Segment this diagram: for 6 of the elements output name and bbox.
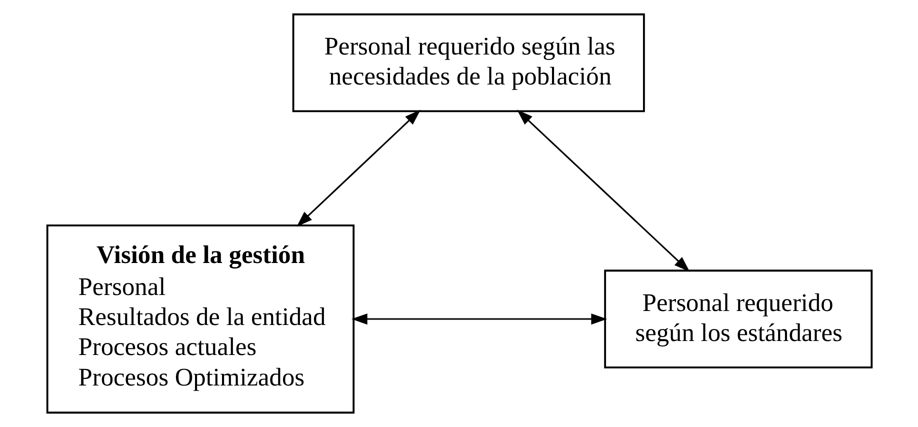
arrow (350, 313, 607, 325)
node-box: Personal requerido según las necesidades de la población (292, 13, 644, 112)
node-box: Personal requerido según los estándares (604, 270, 872, 368)
node-box: Visión de la gestión Personal Resultados de la entidad Procesos actuales Procesos Optimizados (46, 224, 354, 414)
arrow (296, 110, 420, 227)
arrow (516, 110, 690, 272)
